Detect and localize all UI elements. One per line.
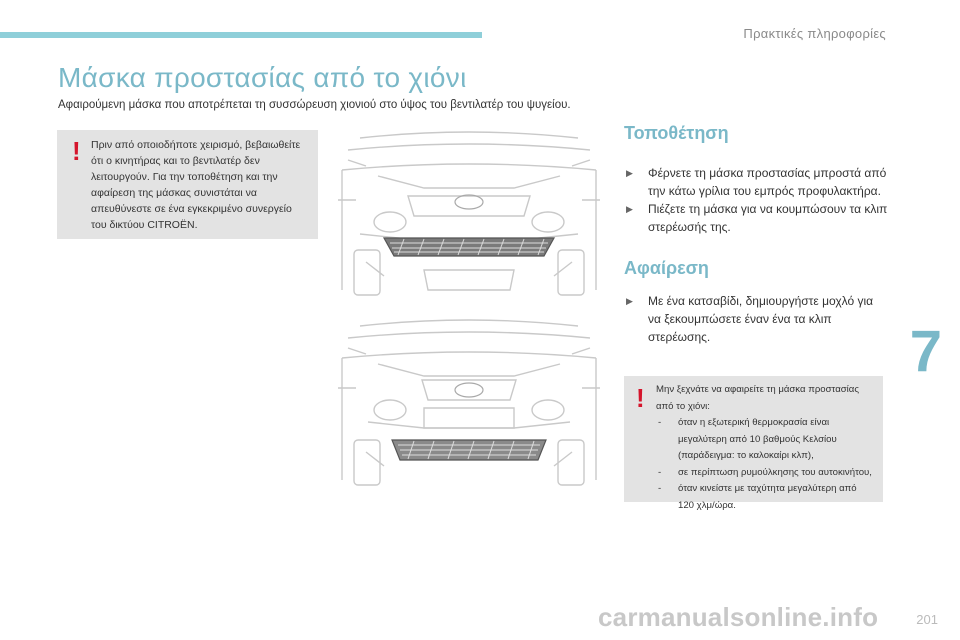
installation-step: ▶ Πιέζετε τη μάσκα για να κουμπώσουν τα … (624, 200, 888, 236)
installation-step: ▶ Φέρνετε τη μάσκα προστασίας μπροστά απ… (624, 164, 888, 200)
step-bullet-icon: ▶ (626, 204, 633, 214)
page-number: 201 (916, 612, 938, 627)
step-text: Πιέζετε τη μάσκα για να κουμπώσουν τα κλ… (648, 202, 888, 234)
warning-intro: Μην ξεχνάτε να αφαιρείτε τη μάσκα προστα… (656, 384, 859, 412)
installation-steps: ▶ Φέρνετε τη μάσκα προστασίας μπροστά απ… (624, 164, 888, 236)
page-subtitle: Αφαιρούμενη μάσκα που αποτρέπεται τη συσ… (58, 99, 571, 111)
step-text: Με ένα κατσαβίδι, δημιουργήστε μοχλό για… (648, 294, 874, 344)
exclamation-icon: ! (72, 136, 81, 166)
warning-box-remove-mask: ! Μην ξεχνάτε να αφαιρείτε τη μάσκα προσ… (624, 376, 883, 511)
warning-list-item: -όταν κινείστε με ταχύτητα μεγαλύτερη απ… (658, 483, 857, 511)
page-title: Μάσκα προστασίας από το χιόνι (58, 62, 467, 93)
removal-heading: Αφαίρεση (624, 258, 709, 278)
exclamation-icon: ! (636, 383, 645, 413)
warning-list-item: -σε περίπτωση ρυμούλκησης του αυτοκινήτο… (658, 466, 872, 478)
step-text: Φέρνετε τη μάσκα προστασίας μπροστά από … (648, 166, 887, 198)
warning-box-before-handling: ! Πριν από οποιοδήποτε χειρισμό, βεβαιωθ… (57, 130, 318, 239)
chapter-title: Πρακτικές πληροφορίες (743, 26, 886, 41)
step-bullet-icon: ▶ (626, 296, 633, 306)
removal-step: ▶ Με ένα κατσαβίδι, δημιουργήστε μοχλό γ… (624, 292, 888, 346)
step-bullet-icon: ▶ (626, 168, 633, 178)
removal-steps: ▶ Με ένα κατσαβίδι, δημιουργήστε μοχλό γ… (624, 292, 888, 346)
installation-heading: Τοποθέτηση (624, 123, 729, 143)
warning-text: Πριν από οποιοδήποτε χειρισμό, βεβαιωθεί… (91, 139, 301, 231)
watermark: carmanualsonline.info (598, 602, 879, 632)
header-accent-bar (0, 32, 482, 38)
chapter-number: 7 (909, 319, 942, 384)
warning-list: -όταν η εξωτερική θερμοκρασία είναι μεγα… (656, 415, 875, 514)
car-front-illustration-lower-mask (338, 319, 600, 486)
car-front-illustration-installed (338, 131, 600, 296)
warning-list-item: -όταν η εξωτερική θερμοκρασία είναι μεγα… (658, 417, 837, 461)
